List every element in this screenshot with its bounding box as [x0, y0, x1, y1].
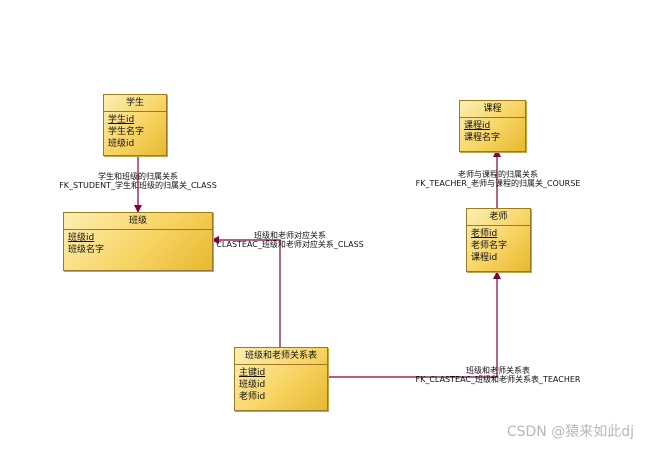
entity-field: 老师id — [471, 229, 498, 239]
relation-name: 学生和班级的归属关系 — [98, 172, 178, 181]
entity-title: 班级 — [64, 213, 212, 230]
entity-field: 班级id — [108, 139, 135, 149]
watermark: CSDN @猿来如此dj — [506, 424, 634, 440]
entity-field: 课程id — [464, 121, 491, 131]
entity-field: 班级id — [68, 233, 95, 243]
relation-label-classteacher-teacher: 班级和老师关系表 FK_CLASTEAC_班级和老师关系表_TEACHER — [400, 366, 596, 384]
relation-code: FK_STUDENT_学生和班级的归属关_CLASS — [59, 181, 217, 190]
entity-title: 课程 — [460, 101, 525, 118]
relation-name: 班级和老师关系表 — [466, 366, 530, 375]
entity-field: 课程id — [471, 253, 498, 263]
entity-class[interactable]: 班级 班级id 班级名字 — [63, 212, 213, 271]
relation-label-classteacher-class: 班级和老师对应关系 CLASTEAC_班级和老师对应关系_CLASS — [206, 231, 374, 249]
entity-title: 老师 — [467, 209, 530, 226]
relation-code: FK_CLASTEAC_班级和老师关系表_TEACHER — [415, 375, 581, 384]
relation-code: FK_TEACHER_老师与课程的归属关_COURSE — [415, 179, 581, 188]
entity-teacher[interactable]: 老师 老师id 老师名字 课程id — [466, 208, 531, 272]
entity-field: 学生名字 — [108, 127, 145, 137]
entity-field: 班级名字 — [68, 245, 105, 255]
relation-label-student-class: 学生和班级的归属关系 FK_STUDENT_学生和班级的归属关_CLASS — [40, 172, 236, 190]
relation-name: 老师与课程的归属关系 — [458, 170, 538, 179]
entity-student[interactable]: 学生 学生id 学生名字 班级id — [103, 94, 167, 156]
entity-field: 班级id — [239, 380, 266, 390]
entity-course[interactable]: 课程 课程id 课程名字 — [459, 100, 526, 152]
entity-title: 学生 — [104, 95, 166, 112]
entity-field: 主键id — [239, 368, 266, 378]
entity-field: 老师名字 — [471, 241, 508, 251]
entity-field: 老师id — [239, 392, 266, 402]
entity-field: 学生id — [108, 115, 135, 125]
relation-label-teacher-course: 老师与课程的归属关系 FK_TEACHER_老师与课程的归属关_COURSE — [396, 170, 600, 188]
relation-name: 班级和老师对应关系 — [254, 231, 326, 240]
relation-code: CLASTEAC_班级和老师对应关系_CLASS — [216, 240, 364, 249]
entity-title: 班级和老师关系表 — [235, 348, 327, 365]
classteacher-class-line — [211, 236, 281, 347]
entity-class-teacher[interactable]: 班级和老师关系表 主键id 班级id 老师id — [234, 347, 328, 411]
entity-field: 课程名字 — [464, 133, 501, 143]
classteacher-teacher-line — [327, 271, 501, 378]
